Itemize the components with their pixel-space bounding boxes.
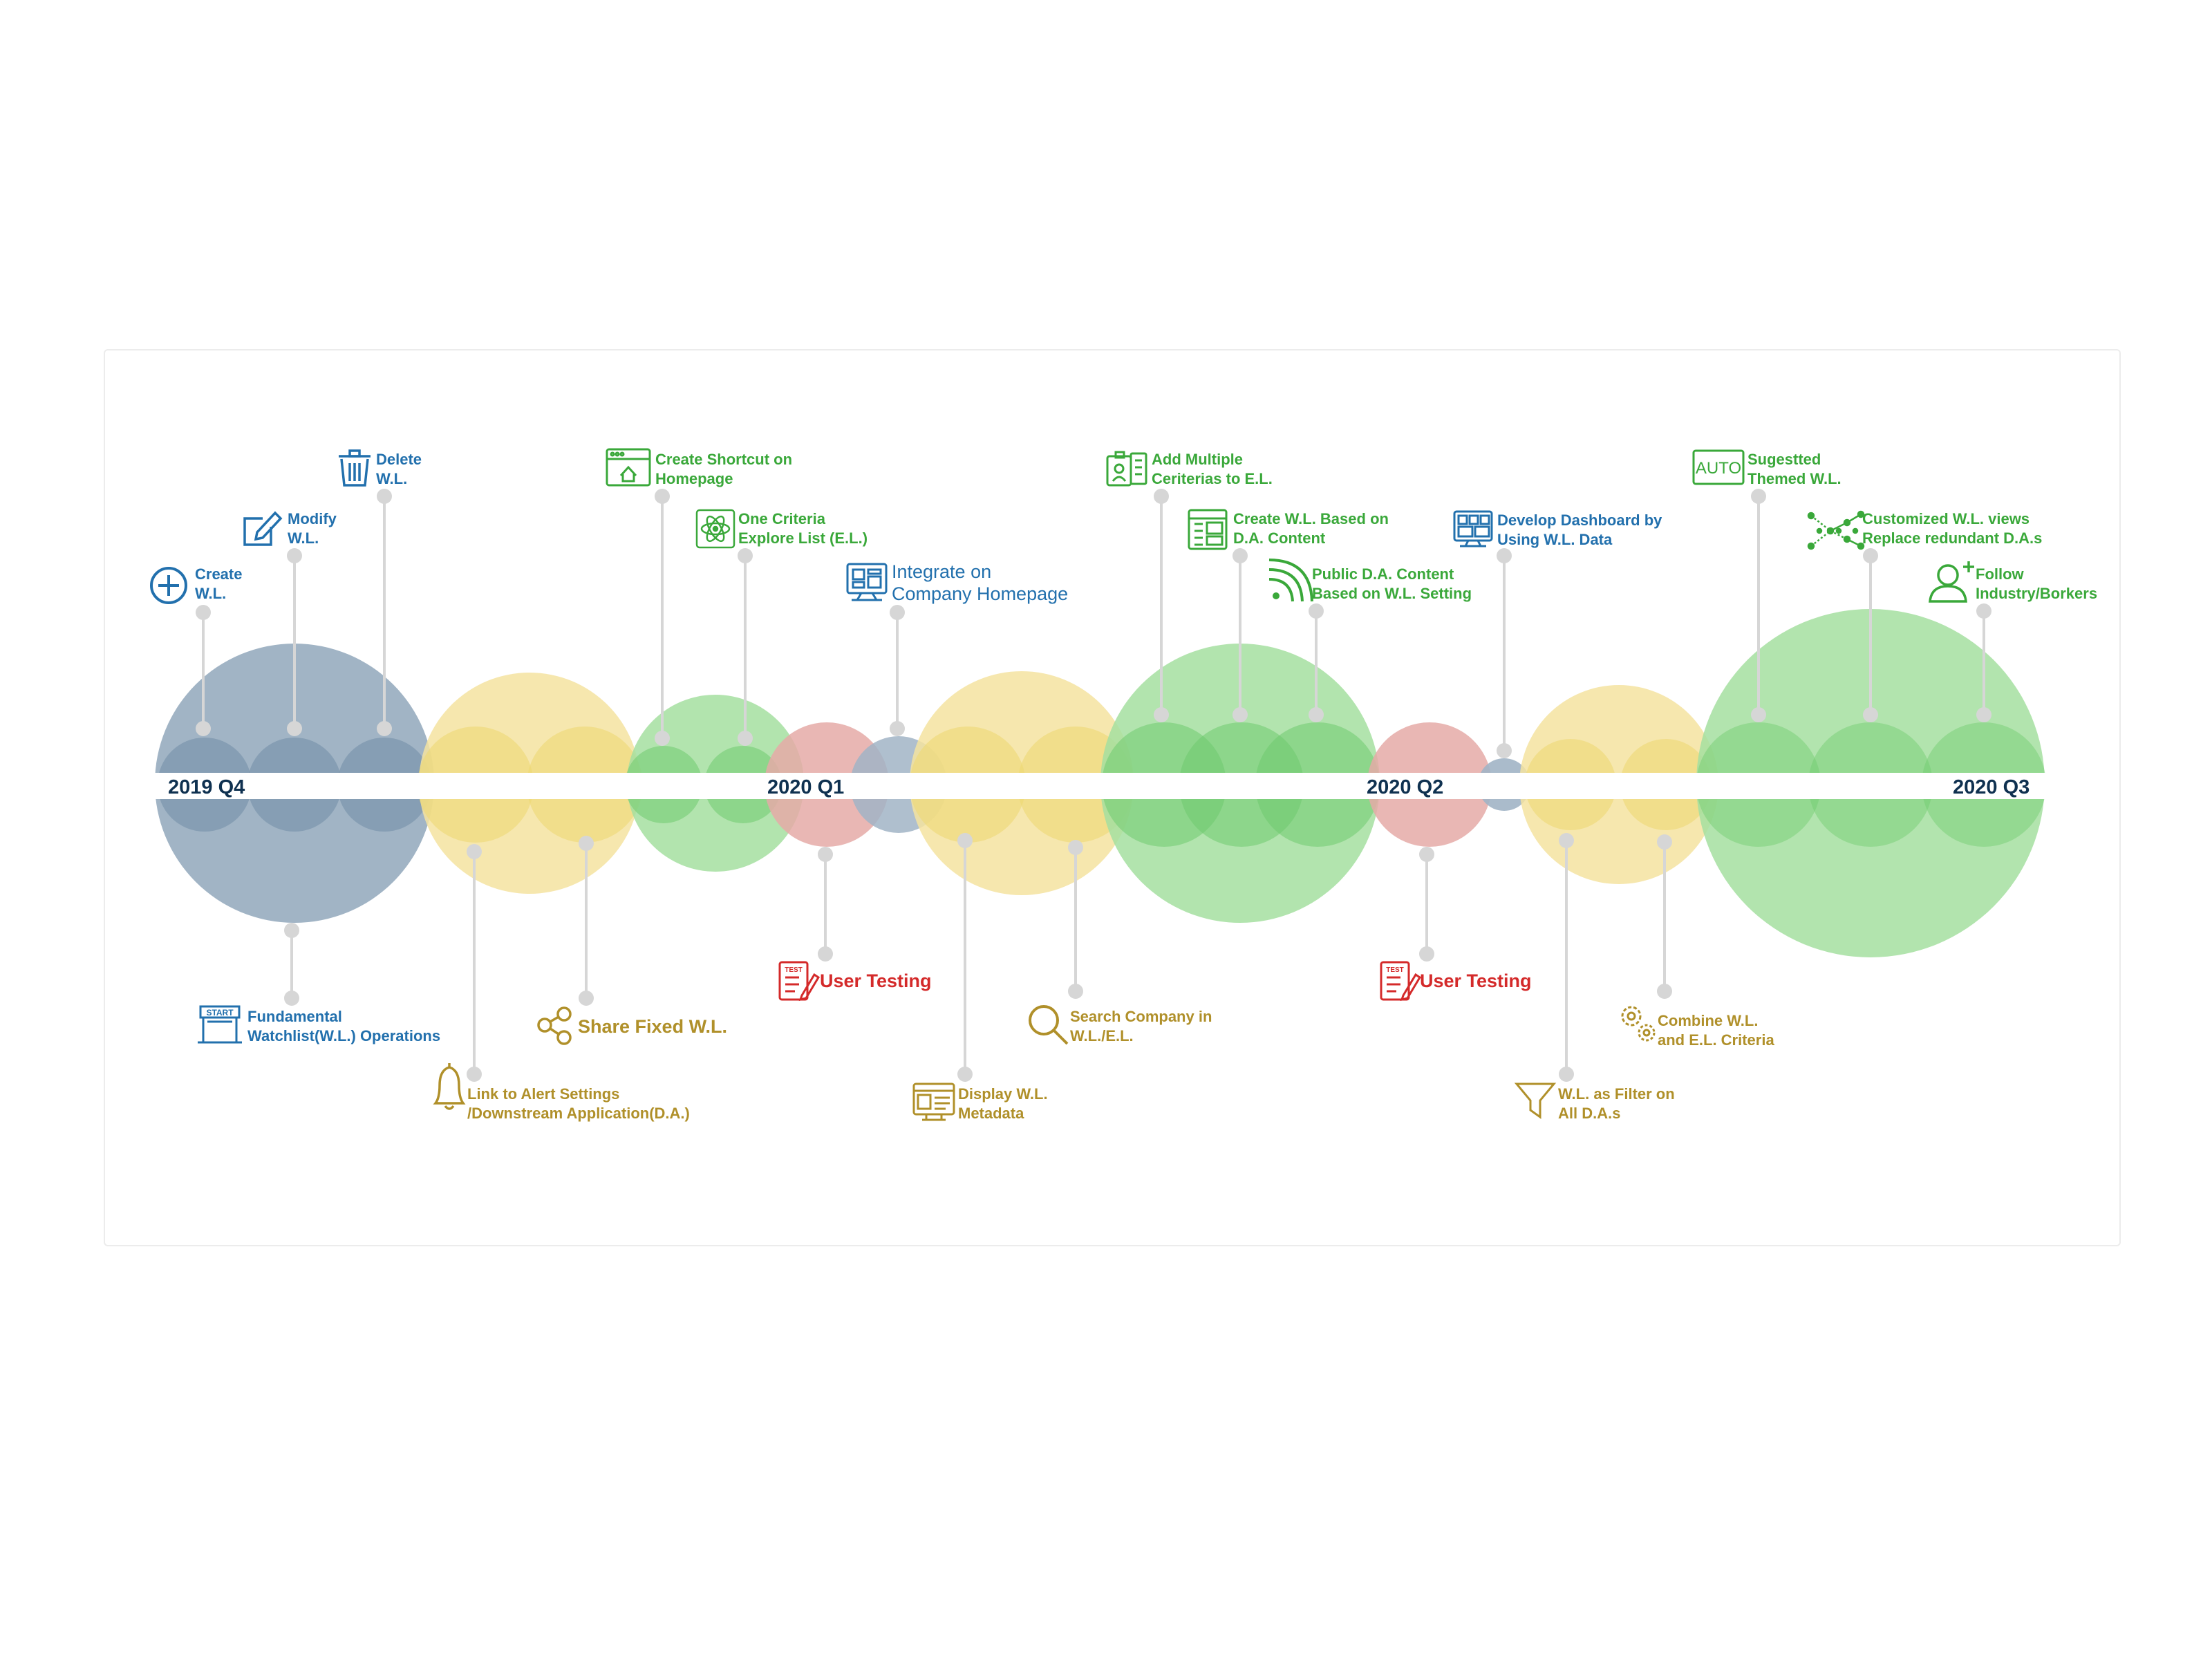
timeline-band — [155, 773, 2049, 799]
quarter-label-2020q1: 2020 Q1 — [767, 776, 844, 798]
milestone-filter: W.L. as Filter on All D.A.s — [1514, 1082, 1675, 1122]
milestone-fundamental: START Fundamental Watchlist(W.L.) Operat… — [198, 1005, 440, 1044]
milestone-shortcut: Create Shortcut on Homepage — [606, 448, 792, 487]
milestone-label: Create W.L. Based on — [1233, 510, 1389, 527]
milestone-label: Create Shortcut on — [655, 451, 792, 468]
milestone-alert-settings: Link to Alert Settings /Downstream Appli… — [433, 1063, 690, 1122]
milestone-label: W.L. — [376, 470, 407, 487]
layout-list-icon — [1188, 509, 1228, 550]
milestone-label: Customized W.L. views — [1862, 510, 2030, 527]
network-nodes-icon — [1807, 510, 1865, 550]
svg-text:TEST: TEST — [785, 966, 803, 974]
milestone-label: Metadata — [958, 1105, 1024, 1122]
milestone-label: Homepage — [655, 470, 733, 487]
test-checklist-icon: TEST — [778, 961, 821, 1002]
milestone-create-based: Create W.L. Based on D.A. Content — [1188, 509, 1389, 550]
atom-icon — [695, 509, 735, 549]
trash-icon — [339, 449, 371, 487]
milestone-label: Search Company in — [1070, 1008, 1212, 1025]
milestone-label: Replace redundant D.A.s — [1862, 529, 2042, 547]
svg-text:AUTO: AUTO — [1696, 459, 1741, 478]
quarter-label-2019q4: 2019 Q4 — [168, 776, 245, 798]
milestone-label: D.A. Content — [1233, 529, 1326, 547]
milestone-label: and E.L. Criteria — [1658, 1031, 1774, 1049]
milestone-label: W.L./E.L. — [1070, 1027, 1134, 1044]
edit-icon — [243, 511, 283, 546]
milestone-label: Company Homepage — [892, 583, 1068, 604]
rss-icon — [1268, 559, 1313, 602]
milestone-follow: Follow Industry/Borkers — [1929, 561, 2097, 603]
browser-home-icon — [606, 448, 651, 487]
milestone-public-da: Public D.A. Content Based on W.L. Settin… — [1268, 559, 1472, 602]
milestone-label: Integrate on — [892, 561, 991, 582]
start-gate-icon: START — [198, 1005, 242, 1044]
milestone-label: Themed W.L. — [1747, 470, 1841, 487]
milestone-label: Add Multiple — [1152, 451, 1243, 468]
milestone-label: Public D.A. Content — [1312, 565, 1454, 583]
milestone-label: Share Fixed W.L. — [578, 1016, 727, 1037]
milestone-label: Follow — [1976, 565, 2025, 583]
milestone-label: User Testing — [820, 971, 932, 991]
bell-icon — [433, 1063, 466, 1110]
milestone-delete-wl: Delete W.L. — [339, 449, 422, 487]
funnel-icon — [1514, 1082, 1557, 1119]
svg-text:TEST: TEST — [1386, 966, 1404, 974]
milestone-label: W.L. — [195, 585, 226, 602]
milestone-label: Display W.L. — [958, 1085, 1048, 1103]
milestone-search-company: Search Company in W.L./E.L. — [1029, 1005, 1212, 1045]
milestone-label: All D.A.s — [1558, 1105, 1620, 1122]
milestone-label: Link to Alert Settings — [467, 1085, 619, 1103]
search-icon — [1029, 1005, 1069, 1045]
milestone-label: Sugestted — [1747, 451, 1821, 468]
milestone-label: Fundamental — [247, 1008, 342, 1025]
milestone-label: Ceriterias to E.L. — [1152, 470, 1273, 487]
auto-icon: AUTO — [1692, 449, 1745, 485]
milestone-label: Create — [195, 565, 242, 583]
clipboard-criteria-icon — [1106, 451, 1147, 487]
milestone-user-testing-1: TEST User Testing — [778, 961, 932, 1002]
quarter-label-2020q2: 2020 Q2 — [1367, 776, 1443, 798]
milestone-create-wl: Create W.L. — [150, 565, 242, 604]
share-icon — [537, 1006, 572, 1045]
add-user-icon — [1929, 561, 1974, 603]
dashboard-monitor-icon — [846, 563, 888, 601]
milestone-customized: Customized W.L. views Replace redundant … — [1807, 510, 2042, 550]
milestone-label: One Criteria — [738, 510, 826, 527]
milestone-label: Modify — [288, 510, 337, 527]
milestone-label: Industry/Borkers — [1976, 585, 2097, 602]
milestone-one-criteria: One Criteria Explore List (E.L.) — [695, 509, 868, 549]
milestone-label: W.L. — [288, 529, 319, 547]
milestone-label: Based on W.L. Setting — [1312, 585, 1472, 602]
milestone-suggested: AUTO Sugestted Themed W.L. — [1692, 449, 1841, 487]
milestone-label: Watchlist(W.L.) Operations — [247, 1027, 440, 1044]
data-monitor-icon — [912, 1082, 955, 1121]
milestone-label: Explore List (E.L.) — [738, 529, 868, 547]
milestone-add-multiple: Add Multiple Ceriterias to E.L. — [1106, 451, 1273, 487]
plus-circle-icon — [150, 567, 187, 604]
quarter-label-2020q3: 2020 Q3 — [1953, 776, 2030, 798]
milestone-label: W.L. as Filter on — [1558, 1085, 1675, 1103]
milestone-combine: Combine W.L. and E.L. Criteria — [1621, 1006, 1774, 1049]
connector-layer — [196, 489, 1991, 1082]
quarter-labels: 2019 Q4 2020 Q1 2020 Q2 2020 Q3 — [168, 776, 2030, 798]
test-checklist-icon: TEST — [1380, 961, 1422, 1002]
gears-icon — [1621, 1006, 1656, 1042]
milestone-label: Using W.L. Data — [1497, 531, 1613, 548]
milestone-modify-wl: Modify W.L. — [243, 510, 337, 547]
milestone-dashboard: Develop Dashboard by Using W.L. Data — [1453, 510, 1662, 548]
monitor-grid-icon — [1453, 510, 1493, 547]
milestone-display-meta: Display W.L. Metadata — [912, 1082, 1048, 1122]
milestone-label: Combine W.L. — [1658, 1012, 1758, 1029]
milestone-integrate: Integrate on Company Homepage — [846, 561, 1068, 604]
milestone-share-fixed: Share Fixed W.L. — [537, 1006, 727, 1045]
svg-text:START: START — [206, 1008, 234, 1018]
milestone-label: Delete — [376, 451, 422, 468]
milestone-label: /Downstream Application(D.A.) — [467, 1105, 690, 1122]
milestone-label: User Testing — [1420, 971, 1532, 991]
milestone-user-testing-2: TEST User Testing — [1380, 961, 1532, 1002]
milestone-label: Develop Dashboard by — [1497, 512, 1662, 529]
